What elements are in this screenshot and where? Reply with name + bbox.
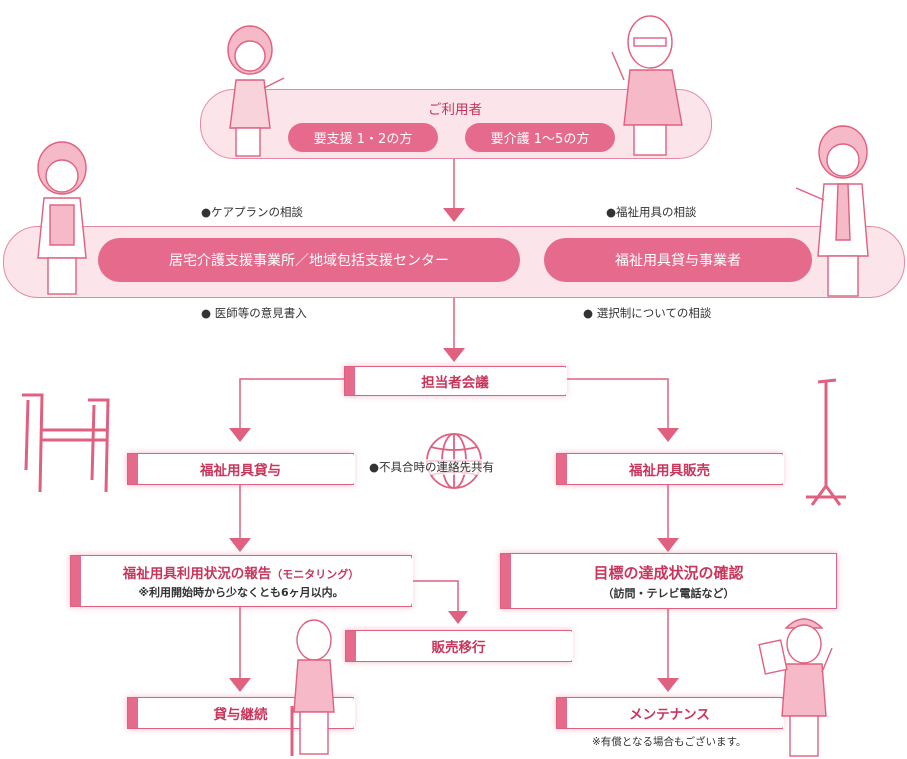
sale-ribbon: 福祉用具販売 xyxy=(556,453,783,485)
care-level-pill: 要介護 1〜5の方 xyxy=(465,123,615,152)
choice-consult-note: ● 選択制についての相談 xyxy=(583,306,712,320)
meeting-ribbon: 担当者会議 xyxy=(344,366,566,396)
rental-ribbon: 福祉用具貸与 xyxy=(127,453,354,485)
support-level-pill: 要支援 1・2の方 xyxy=(288,123,438,152)
doctor-opinion-note: ● 医師等の意見書入 xyxy=(201,306,307,320)
monitoring-subtitle: （モニタリング） xyxy=(271,568,360,581)
sale-transfer-label: 販売移行 xyxy=(431,640,486,656)
goal-check-sub: （訪問・テレビ電話など） xyxy=(602,586,735,600)
maintenance-ribbon: メンテナンス xyxy=(556,697,783,729)
sale-transfer-ribbon: 販売移行 xyxy=(345,630,572,662)
monitoring-note: ※利用開始時から少なくとも6ヶ月以内。 xyxy=(138,586,344,599)
maintenance-note: ※有償となる場合もございます。 xyxy=(592,736,747,748)
walker-icon xyxy=(22,393,110,493)
maintenance-worker-illustration xyxy=(758,618,833,757)
careplan-note: ●ケアプランの相談 xyxy=(201,205,304,219)
elderly-cane-user-illustration xyxy=(290,619,335,756)
monitoring-title-row: 福祉用具利用状況の報告（モニタリング） xyxy=(123,562,360,582)
rental-label: 福祉用具貸与 xyxy=(200,463,281,479)
goal-check-ribbon: 目標の達成状況の確認 （訪問・テレビ電話など） xyxy=(500,553,837,609)
woman-user-illustration xyxy=(227,25,285,157)
equipment-staff-illustration xyxy=(795,125,869,297)
goal-check-title: 目標の達成状況の確認 xyxy=(593,563,744,582)
monitoring-ribbon: 福祉用具利用状況の報告（モニタリング） ※利用開始時から少なくとも6ヶ月以内。 xyxy=(70,555,412,607)
user-title: ご利用者 xyxy=(428,102,482,118)
elderly-man-illustration xyxy=(611,15,683,156)
quad-cane-icon xyxy=(806,378,846,506)
care-support-office-pill: 居宅介護支援事業所／地域包括支援センター xyxy=(98,238,520,282)
equipment-consult-note: ●福祉用具の相談 xyxy=(606,205,697,219)
care-staff-illustration xyxy=(37,141,87,295)
share-contact-note: ●不具合時の連絡先共有 xyxy=(369,459,495,475)
rental-continue-label: 貸与継続 xyxy=(213,707,268,723)
sale-label: 福祉用具販売 xyxy=(629,463,710,479)
meeting-label: 担当者会議 xyxy=(421,375,489,391)
maintenance-label: メンテナンス xyxy=(629,707,710,723)
monitoring-title: 福祉用具利用状況の報告 xyxy=(122,566,272,582)
equipment-provider-pill: 福祉用具貸与事業者 xyxy=(544,238,812,282)
